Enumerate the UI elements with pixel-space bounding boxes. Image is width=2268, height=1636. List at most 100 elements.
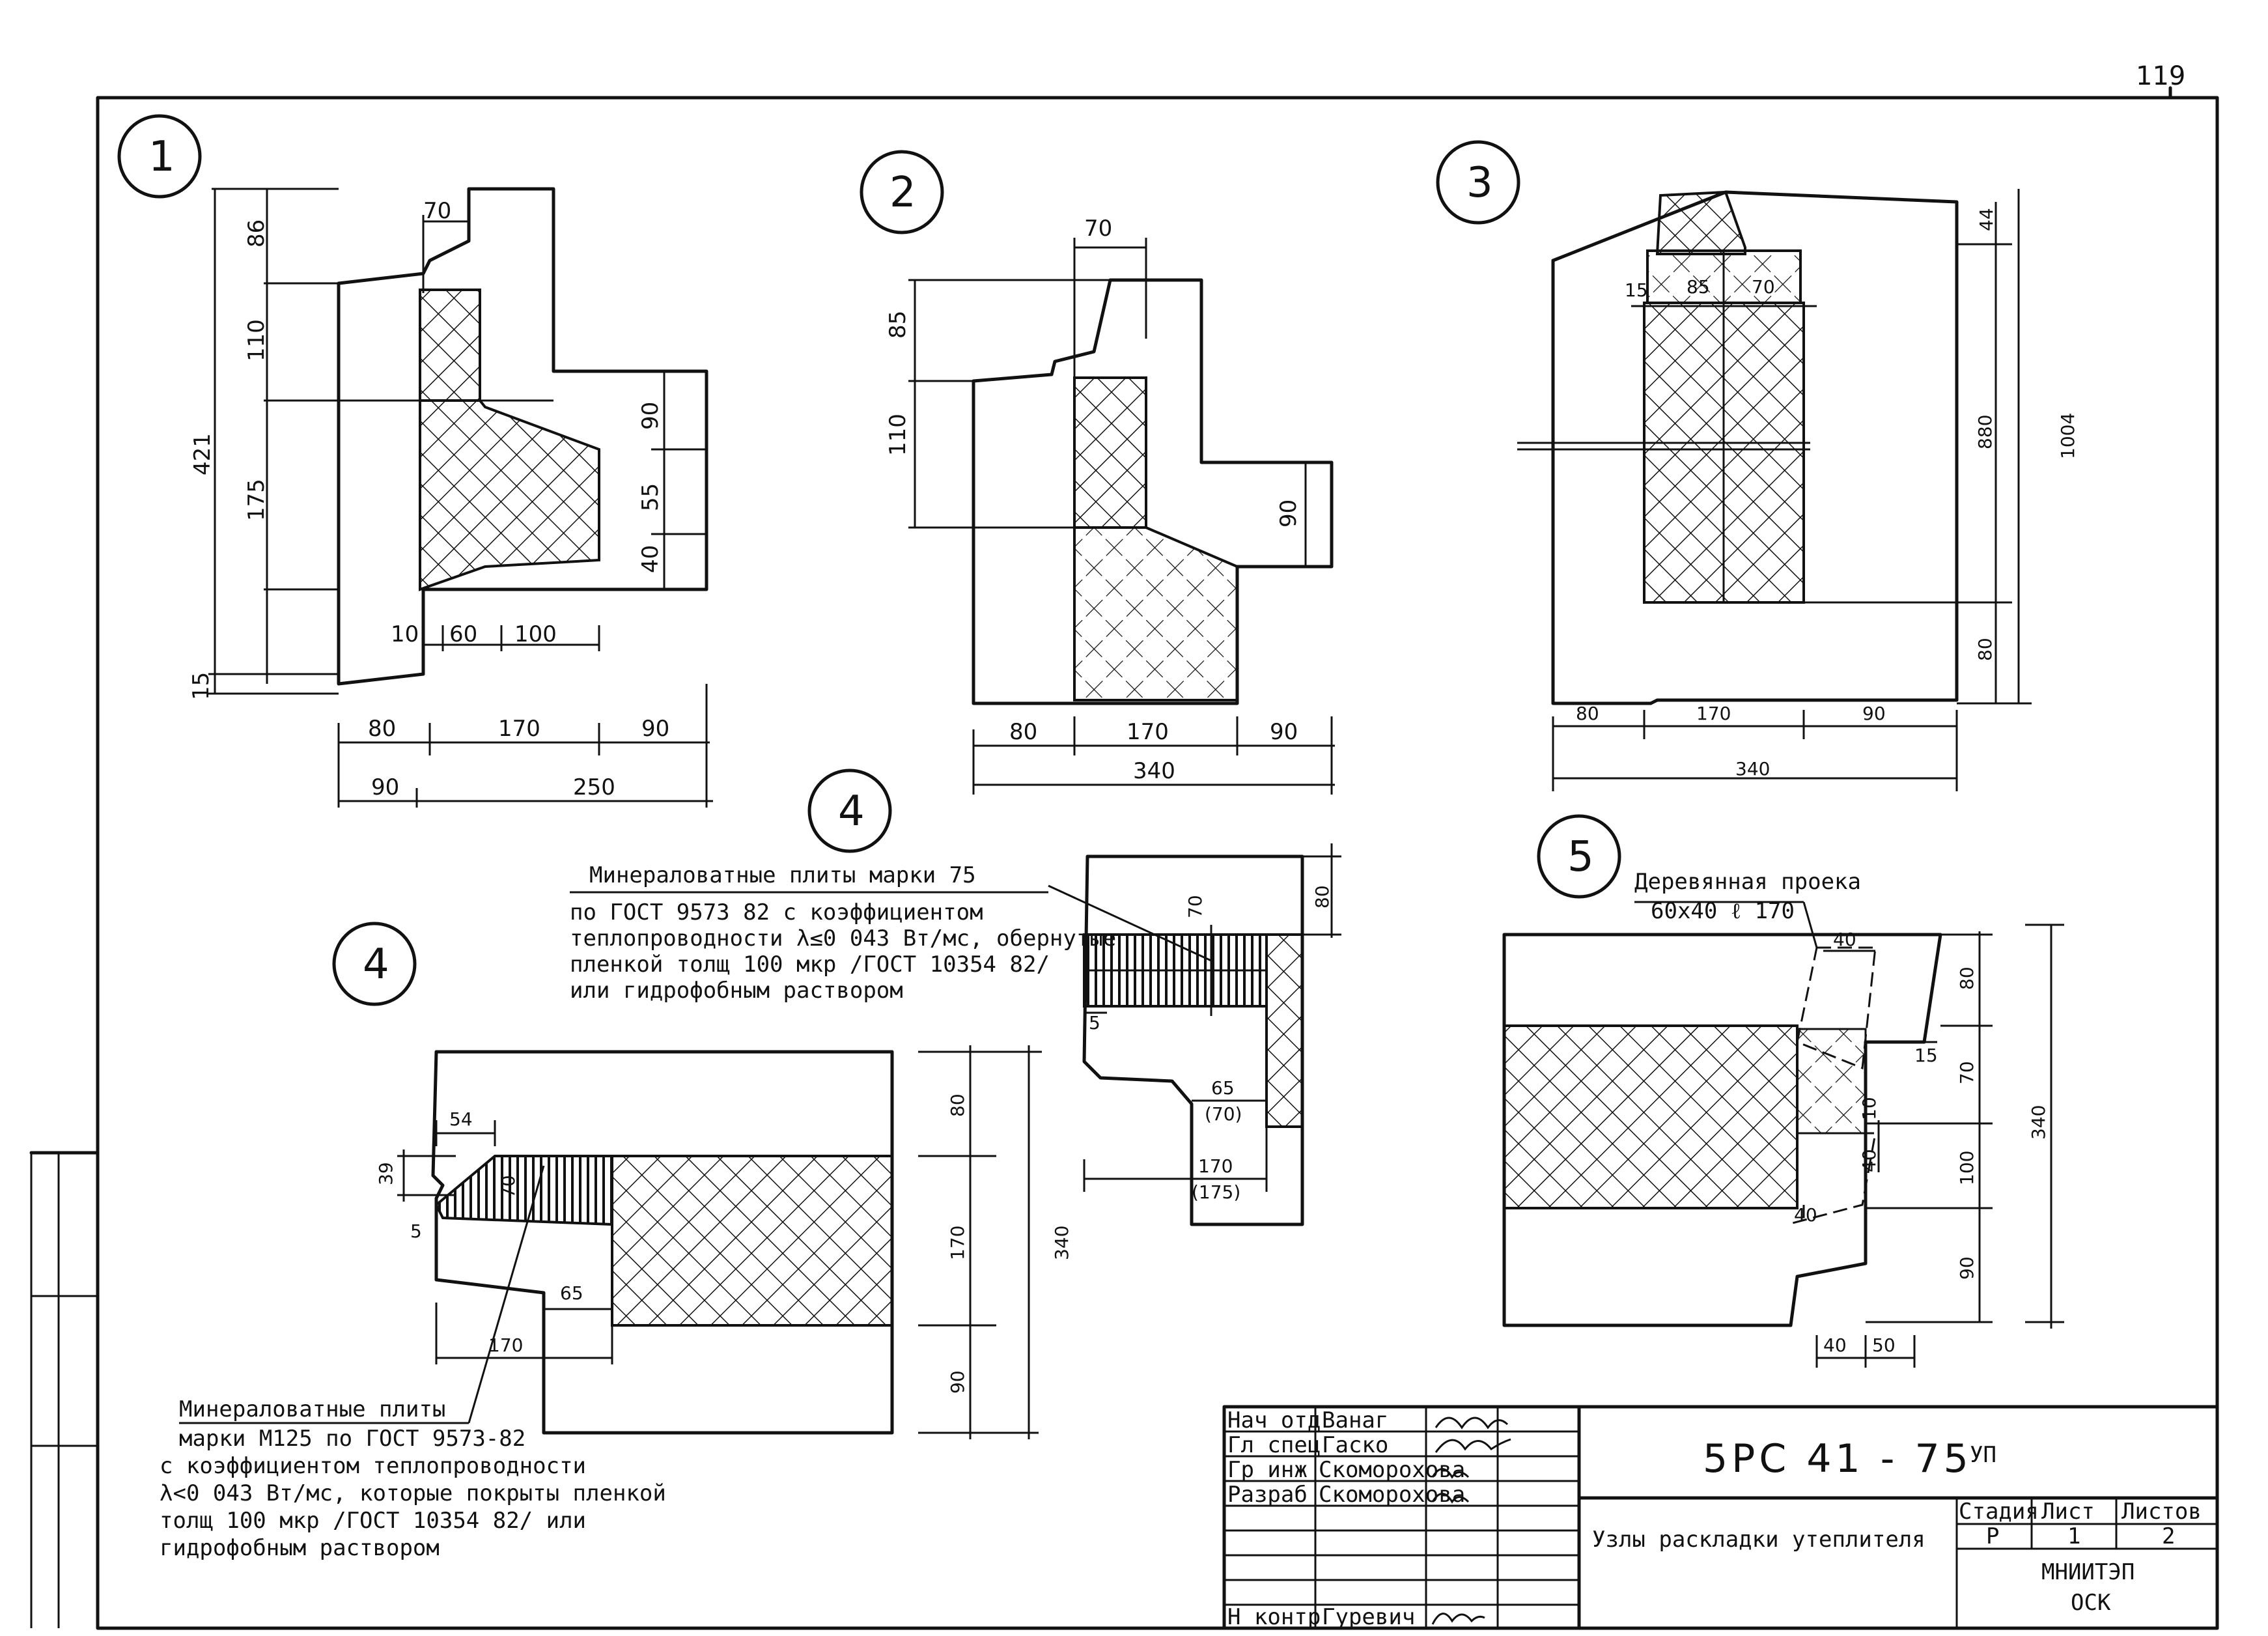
node-1-dim-170: 170 (498, 716, 540, 742)
node-4-left-dim-340: 340 (1051, 1226, 1072, 1260)
node-4-right-dim-65: 65 (1211, 1077, 1235, 1099)
svg-text:Деревянная проека: Деревянная проека (1634, 869, 1861, 895)
stamp-title: Узлы раскладки утеплителя (1592, 1527, 1925, 1553)
node-4-right-dim-70: 70 (1184, 895, 1206, 918)
svg-text:марки М125 по ГОСТ 9573-82: марки М125 по ГОСТ 9573-82 (179, 1426, 525, 1452)
node-2-dim-85: 85 (885, 311, 911, 339)
node-1-dim-86: 86 (244, 219, 270, 247)
node-5-dim-340: 340 (2028, 1105, 2049, 1140)
node-5: 5 40 80 15 70 (1502, 814, 2064, 1368)
node-1-dim-10: 10 (391, 621, 419, 647)
stamp-code: 5РС 41 - 75 (1703, 1436, 1972, 1482)
stamp-code-suffix: УП (1970, 1442, 1996, 1468)
node-1-dim-15: 15 (188, 672, 214, 700)
node-3-dim-170: 170 (1696, 703, 1731, 724)
node-1-insulation-lower (419, 399, 600, 591)
node-2-dim-70: 70 (1084, 216, 1112, 242)
node-1-dim-421: 421 (189, 433, 216, 475)
node-5-dim-40: 40 (1833, 929, 1856, 950)
node-2-dim-80: 80 (1009, 719, 1037, 745)
node-4-right-dim-170: 170 (1198, 1155, 1233, 1177)
stamp-role-2: Гр инж (1227, 1457, 1308, 1483)
node-4-right-insulation-side (1265, 933, 1304, 1128)
node-4-left-insulation-strip (434, 1155, 613, 1226)
title-block (1222, 1405, 2219, 1630)
node-2-dim-340: 340 (1133, 758, 1175, 784)
node-4-left-circle (332, 922, 417, 1006)
node-2-number: 2 (889, 169, 916, 217)
node-3-circle (1436, 140, 1520, 225)
node-2-insulation-upper (1073, 376, 1147, 529)
node-3-dim-44: 44 (1976, 208, 1997, 231)
note-wood: Деревянная проека 60х40 ℓ 170 (1634, 869, 1861, 924)
node-5-outline (1502, 933, 1942, 1327)
stamp-stage-label: Стадия (1959, 1499, 2039, 1525)
node-1-dim-90c: 90 (371, 774, 399, 800)
node-4-left: 4 54 39 70 5 65 1 (179, 922, 1072, 1439)
stamp-role-0: Нач отд (1227, 1407, 1321, 1433)
node-4-right-number: 4 (838, 787, 865, 836)
node-1-dim-55: 55 (637, 483, 664, 511)
svg-text:теплопроводности λ≤0 043 Вт/мс: теплопроводности λ≤0 043 Вт/мс, обернуты… (570, 925, 1116, 952)
node-5-dim-40: 40 (1858, 1149, 1880, 1172)
svg-text:с коэффициентом теплопроводнос: с коэффициентом теплопроводности (160, 1453, 586, 1479)
node-4-right-circle (807, 769, 892, 853)
node-1-number: 1 (148, 133, 175, 181)
node-5-dim-10: 10 (1858, 1097, 1880, 1120)
node-5-number: 5 (1567, 833, 1594, 881)
node-1-dim-100: 100 (514, 621, 557, 647)
node-3: 3 44 15 85 70 880 1004 80 80 170 (1436, 140, 2079, 791)
node-4-right-dim-175-paren: (175) (1192, 1181, 1240, 1203)
svg-text:Минераловатные плиты: Минераловатные плиты (179, 1396, 445, 1422)
node-4-right-dim-5: 5 (1089, 1012, 1100, 1034)
node-3-number: 3 (1466, 159, 1493, 207)
node-5-dim-40c: 40 (1823, 1334, 1847, 1356)
node-4-left-dim-70: 70 (497, 1175, 519, 1198)
stamp-role-3: Разраб (1227, 1482, 1308, 1508)
stamp-sheet: 1 (2067, 1523, 2080, 1549)
stamp-name-0: Ванаг (1322, 1407, 1388, 1433)
svg-text:пленкой толщ 100 мкр /ГОСТ 103: пленкой толщ 100 мкр /ГОСТ 10354 82/ (570, 952, 1050, 978)
stamp-role-4: Н контр (1227, 1604, 1321, 1630)
stamp-org-1: МНИИТЭП (2041, 1559, 2135, 1585)
stamp-sheets: 2 (2162, 1523, 2175, 1549)
node-3-insulation-top (1655, 190, 1746, 255)
node-1-circle (117, 114, 202, 199)
node-5-wood-block (1796, 946, 1877, 1070)
stamp-sheet-label: Лист (2041, 1499, 2095, 1525)
node-3-dim-85: 85 (1687, 276, 1710, 298)
node-3-dim-70: 70 (1752, 276, 1775, 298)
node-4-left-dim-54: 54 (449, 1108, 473, 1130)
node-4-left-dim-90: 90 (947, 1370, 968, 1394)
stamp-name-4: Гуревич (1322, 1604, 1415, 1630)
node-2-dim-170: 170 (1127, 719, 1169, 745)
node-5-dim-100: 100 (1956, 1151, 1978, 1185)
node-1-insulation-upper (419, 289, 481, 402)
node-1-dim-60: 60 (449, 621, 477, 647)
stamp-stage: Р (1986, 1523, 1999, 1549)
node-2-dim-90b: 90 (1270, 719, 1298, 745)
svg-text:λ<0 043 Вт/мс, которые покрыты: λ<0 043 Вт/мс, которые покрыты пленкой (160, 1480, 666, 1506)
node-1: 1 (117, 114, 713, 808)
node-4-left-dim-65: 65 (560, 1282, 583, 1304)
node-1-dim-110: 110 (244, 319, 270, 361)
svg-text:гидрофобным раствором: гидрофобным раствором (160, 1535, 440, 1561)
stamp-name-1: Гаско (1322, 1432, 1388, 1458)
node-3-dim-1004: 1004 (2057, 413, 2079, 459)
node-3-outline (1551, 190, 1959, 705)
node-4-left-number: 4 (363, 940, 389, 989)
node-1-dim-90b: 90 (641, 716, 669, 742)
node-1-dim-70: 70 (423, 198, 451, 224)
node-5-dim-50: 50 (1872, 1334, 1896, 1356)
node-4-left-dim-39: 39 (375, 1162, 397, 1185)
node-1-dim-90: 90 (637, 402, 664, 430)
svg-text:Минераловатные плиты марки 75: Минераловатные плиты марки 75 (589, 862, 976, 888)
node-4-left-dim-80: 80 (947, 1093, 968, 1117)
node-3-dim-90: 90 (1862, 703, 1886, 724)
node-1-dim-250: 250 (573, 774, 615, 800)
node-1-dim-175: 175 (244, 479, 270, 521)
node-2-dim-90: 90 (1276, 500, 1302, 528)
node-1-dim-40: 40 (637, 545, 664, 573)
